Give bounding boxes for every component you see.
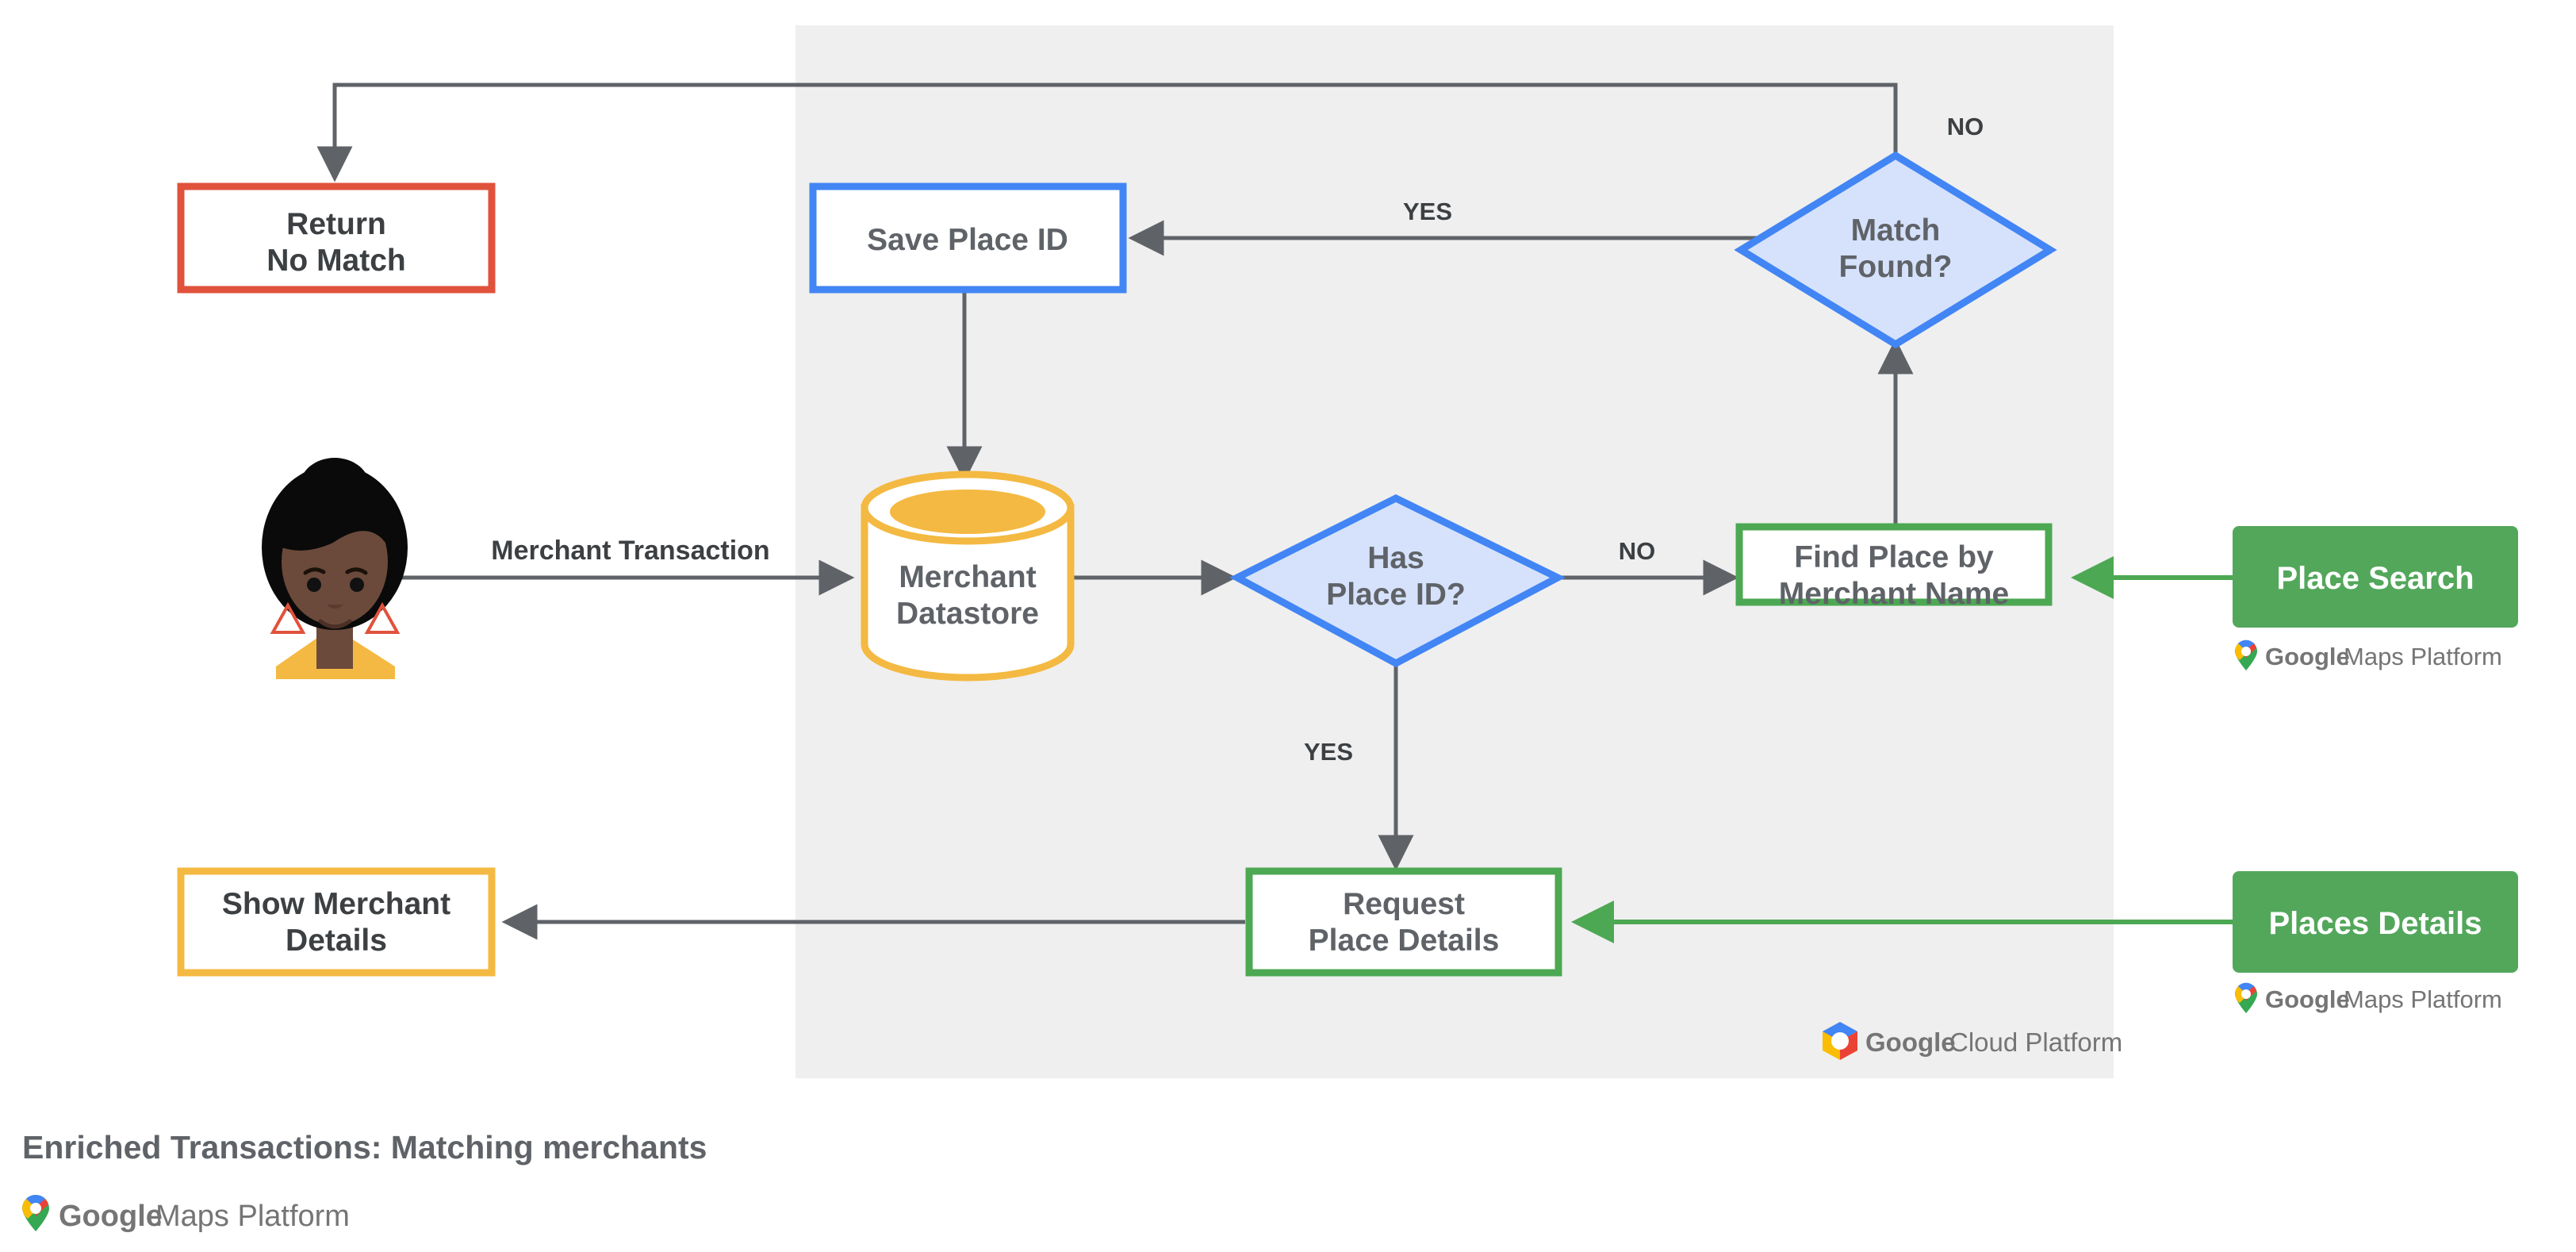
node-find-place-line2: Merchant Name bbox=[1779, 577, 2009, 611]
node-match-found[interactable]: Match Found? bbox=[1734, 151, 2057, 349]
logo-text-google: Google bbox=[2265, 643, 2350, 670]
google-maps-platform-logo-place-search: Google Maps Platform bbox=[2235, 639, 2502, 670]
node-return-no-match-line1: Return bbox=[286, 207, 386, 241]
edge-label-match-found-no: NO bbox=[1947, 113, 1984, 140]
node-request-place-details-line2: Place Details bbox=[1309, 924, 1500, 958]
customer-avatar bbox=[262, 458, 408, 679]
node-find-place-line1: Find Place by bbox=[1794, 540, 1994, 574]
node-has-place-id[interactable]: Has Place ID? bbox=[1229, 494, 1566, 668]
maps-pin-icon bbox=[2235, 639, 2257, 670]
button-place-search-label: Place Search bbox=[2276, 561, 2474, 596]
node-return-no-match[interactable]: Return No Match bbox=[177, 182, 496, 294]
google-maps-platform-logo-places-details: Google Maps Platform bbox=[2235, 982, 2502, 1013]
cloud-hexagon-icon bbox=[1823, 1022, 1857, 1060]
node-find-place-by-merchant-name[interactable]: Find Place by Merchant Name bbox=[1735, 523, 2053, 611]
edge-label-has-place-id-yes: YES bbox=[1304, 738, 1353, 766]
edge-match-found-no bbox=[316, 83, 1898, 182]
logo-text-maps-platform: Maps Platform bbox=[2344, 985, 2502, 1013]
maps-pin-icon bbox=[22, 1194, 49, 1231]
node-request-place-details[interactable]: Request Place Details bbox=[1245, 867, 1562, 977]
node-has-place-id-line2: Place ID? bbox=[1326, 578, 1466, 612]
maps-pin-icon bbox=[2235, 982, 2257, 1013]
logo-text-cloud-platform: Cloud Platform bbox=[1949, 1027, 2122, 1057]
button-places-details-label: Places Details bbox=[2268, 906, 2482, 941]
node-show-merchant-details[interactable]: Show Merchant Details bbox=[177, 867, 496, 977]
logo-text-maps-platform: Maps Platform bbox=[155, 1200, 350, 1233]
edge-label-match-found-yes: YES bbox=[1403, 198, 1452, 225]
node-save-place-id[interactable]: Save Place ID bbox=[809, 182, 1127, 294]
node-show-merchant-details-line1: Show Merchant bbox=[222, 887, 450, 921]
logo-text-google: Google bbox=[1865, 1027, 1956, 1057]
node-merchant-datastore-line1: Merchant bbox=[899, 560, 1036, 594]
node-match-found-line1: Match bbox=[1851, 213, 1941, 248]
node-save-place-id-label: Save Place ID bbox=[867, 223, 1068, 257]
node-match-found-line2: Found? bbox=[1839, 250, 1953, 284]
google-cloud-platform-logo: Google Cloud Platform bbox=[1823, 1022, 2122, 1060]
logo-text-google: Google bbox=[59, 1200, 163, 1233]
google-maps-platform-logo-footer: Google Maps Platform bbox=[22, 1194, 350, 1233]
logo-text-google: Google bbox=[2265, 985, 2350, 1013]
node-has-place-id-line1: Has bbox=[1367, 541, 1424, 575]
node-show-merchant-details-line2: Details bbox=[286, 924, 387, 958]
node-request-place-details-line1: Request bbox=[1343, 887, 1465, 921]
button-place-search[interactable]: Place Search bbox=[2233, 526, 2518, 628]
node-merchant-datastore[interactable]: Merchant Datastore bbox=[861, 470, 1075, 682]
edge-label-merchant-transaction: Merchant Transaction bbox=[491, 536, 769, 566]
edge-label-has-place-id-no: NO bbox=[1619, 537, 1656, 565]
diagram-caption: Enriched Transactions: Matching merchant… bbox=[22, 1129, 707, 1166]
button-places-details[interactable]: Places Details bbox=[2233, 871, 2518, 973]
logo-text-maps-platform: Maps Platform bbox=[2344, 643, 2502, 670]
node-merchant-datastore-line2: Datastore bbox=[896, 597, 1039, 631]
node-return-no-match-line2: No Match bbox=[266, 244, 406, 278]
